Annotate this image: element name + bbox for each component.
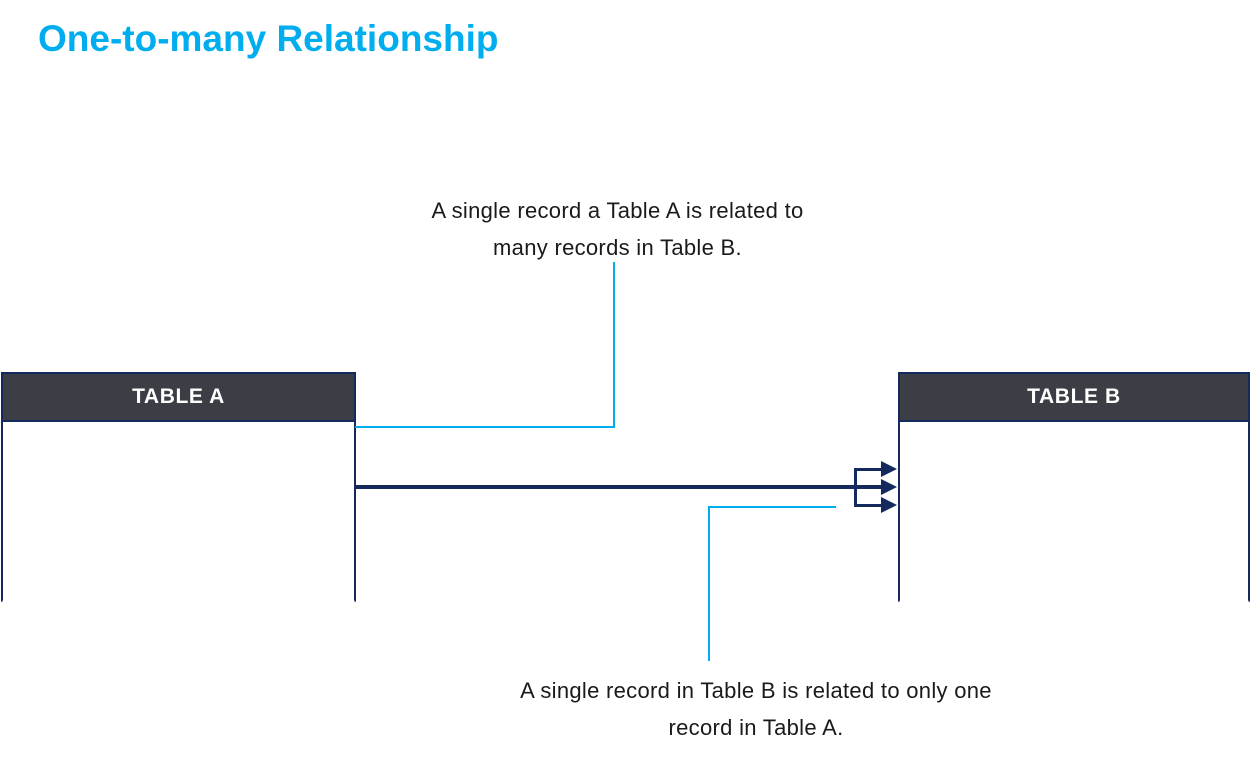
table-a-header: TABLE A [3,374,354,422]
table-a: TABLE A [1,372,356,602]
annotation-bottom: A single record in Table B is related to… [420,672,1092,746]
annotation-bottom-line2: record in Table A. [668,715,844,740]
table-a-title: TABLE A [132,385,225,408]
table-b-header: TABLE B [900,374,1248,422]
connector-fork-bottom-branch [854,504,884,507]
annotation-top-line2: many records in Table B. [493,235,742,260]
callout-bottom-horizontal-line [708,506,836,508]
table-b-title: TABLE B [1027,385,1121,408]
annotation-top: A single record a Table A is related to … [330,192,905,266]
connector-fork-top-branch [854,468,884,471]
arrowhead-right-icon [881,497,897,513]
callout-bottom-vertical-line [708,506,710,661]
callout-top-horizontal-line [355,426,615,428]
relationship-connector-line [355,485,883,489]
table-b: TABLE B [898,372,1250,602]
annotation-top-line1: A single record a Table A is related to [431,198,804,223]
connector-fork-vertical [854,468,857,507]
table-a-body [3,422,354,602]
arrowhead-right-icon [881,479,897,495]
callout-top-vertical-line [613,262,615,427]
table-b-body [900,422,1248,602]
annotation-bottom-line1: A single record in Table B is related to… [520,678,992,703]
arrowhead-right-icon [881,461,897,477]
page-title: One-to-many Relationship [38,18,499,59]
